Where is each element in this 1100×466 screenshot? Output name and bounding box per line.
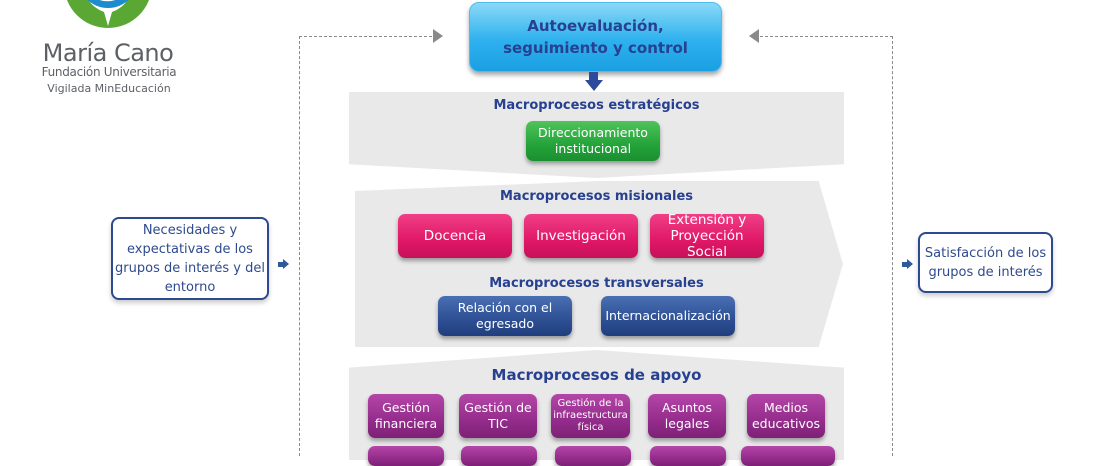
process-infraestructura: Gestión de la infraestructura física [551, 394, 630, 438]
process-row2-5 [741, 446, 835, 466]
feedback-line-right [892, 36, 893, 456]
process-label: Extensión y Proyección Social [667, 212, 747, 260]
down-arrow-head-icon [585, 80, 603, 91]
process-row2-1 [368, 446, 444, 466]
process-row2-3 [555, 446, 631, 466]
process-row2-4 [650, 446, 726, 466]
title-estrategicos: Macroprocesos estratégicos [493, 98, 700, 113]
input-label: Necesidades y expectativas de los grupos… [115, 222, 265, 295]
feedback-arrow-right-icon [433, 29, 443, 43]
panel-misionales [355, 181, 843, 347]
title-misionales: Macroprocesos misionales [499, 189, 694, 204]
process-label: Medios educativos [751, 400, 820, 431]
feedback-line-right-top [760, 36, 893, 37]
process-investigacion: Investigación [524, 214, 638, 258]
output-arrow-icon [902, 259, 913, 269]
output-box: Satisfacción de los grupos de interés [918, 232, 1053, 293]
title-transversales: Macroprocesos transversales [489, 276, 704, 291]
process-label: Gestión de la infraestructura física [553, 398, 628, 433]
process-asuntos-legales: Asuntos legales [648, 394, 726, 438]
output-label: Satisfacción de los grupos de interés [924, 245, 1047, 280]
logo-emblem-icon [62, 0, 154, 38]
process-label: Relación con el egresado [457, 300, 553, 331]
feedback-arrow-left-icon [749, 29, 759, 43]
process-label: Internacionalización [605, 308, 731, 323]
input-box: Necesidades y expectativas de los grupos… [111, 217, 269, 300]
process-label: Investigación [536, 228, 626, 244]
input-arrow-icon [278, 259, 289, 269]
process-direccionamiento: Direccionamiento institucional [526, 121, 660, 161]
down-arrow-icon [589, 72, 598, 81]
process-gestion-financiera: Gestión financiera [368, 394, 444, 438]
control-label: Autoevaluación, seguimiento y control [503, 17, 688, 57]
process-docencia: Docencia [398, 214, 512, 258]
process-gestion-tic: Gestión de TIC [459, 394, 537, 438]
process-internacionalizacion: Internacionalización [601, 296, 735, 336]
feedback-line-left-top [299, 36, 432, 37]
process-row2-2 [461, 446, 537, 466]
process-label: Direccionamiento institucional [538, 125, 648, 156]
process-egresado: Relación con el egresado [438, 296, 572, 336]
logo-name: María Cano [42, 39, 174, 67]
process-label: Asuntos legales [662, 400, 712, 431]
process-label: Gestión financiera [374, 400, 438, 431]
logo-subtitle: Fundación Universitaria [41, 65, 177, 79]
process-label: Gestión de TIC [464, 400, 532, 431]
title-apoyo: Macroprocesos de apoyo [491, 366, 702, 384]
process-medios-educativos: Medios educativos [747, 394, 825, 438]
control-box: Autoevaluación, seguimiento y control [469, 2, 722, 72]
feedback-line-left [299, 36, 300, 456]
process-extension: Extensión y Proyección Social [650, 212, 764, 260]
process-label: Docencia [423, 228, 487, 244]
logo-tagline: Vigilada MinEducación [47, 82, 171, 95]
